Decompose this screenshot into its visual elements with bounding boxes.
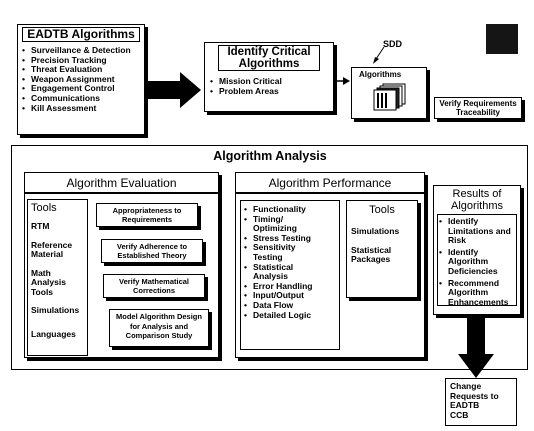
algorithm-analysis-title: Algorithm Analysis <box>213 149 327 163</box>
list-item: Languages <box>31 328 76 339</box>
list-item: Statistical Packages <box>351 244 392 264</box>
list-item: Problem Areas <box>210 86 328 97</box>
arrow-icon <box>334 77 350 85</box>
verify-traceability-box: Verify Requirements Traceability <box>434 97 522 119</box>
right-arrow-icon <box>148 72 201 108</box>
list-item: Input/Output <box>244 291 336 301</box>
results-box: Results of Algorithms Identify Limitatio… <box>433 185 521 315</box>
list-item: Detailed Logic <box>244 310 336 321</box>
results-list-box: Identify Limitations and Risk Identify A… <box>437 214 517 308</box>
performance-items-box: Functionality Timing/ Optimizing Stress … <box>240 200 340 350</box>
performance-divider <box>235 192 425 194</box>
eadtb-title: EADTB Algorithms <box>22 27 140 42</box>
step-appropriateness: Appropriateness to Requirements <box>96 203 198 227</box>
logo-mark <box>486 24 518 54</box>
list-item: Simulations <box>351 226 400 236</box>
performance-list: Functionality Timing/ Optimizing Stress … <box>244 204 336 321</box>
algorithms-document-box: Algorithms <box>351 67 427 119</box>
change-requests-box: Change Requests to EADTB CCB <box>445 378 517 426</box>
list-item: Surveillance & Detection <box>22 45 140 56</box>
list-item: Weapon Assignment <box>22 74 140 85</box>
step-mathematical: Verify Mathematical Corrections <box>103 274 205 298</box>
list-item: Threat Evaluation <box>22 65 140 75</box>
verify-label: Verify Requirements Traceability <box>439 99 517 117</box>
list-item: Mission Critical <box>210 76 328 87</box>
list-item: Data Flow <box>244 300 336 311</box>
algorithms-label: Algorithms <box>359 70 402 79</box>
list-item: Stress Testing <box>244 233 336 244</box>
sdd-pointer-icon <box>373 46 385 64</box>
list-item: Simulations <box>31 305 80 315</box>
evaluation-tools-title: Tools <box>31 202 57 214</box>
sdd-label: SDD <box>383 39 403 49</box>
list-item: Functionality <box>244 204 336 215</box>
step-label: Verify Adherence to Established Theory <box>116 242 188 260</box>
list-item: Statistical Analysis <box>244 262 313 282</box>
identify-critical-box: Identify Critical Algorithms Mission Cri… <box>204 42 334 112</box>
performance-tools-title: Tools <box>369 204 395 216</box>
eadtb-list: Surveillance & Detection Precision Track… <box>22 45 140 114</box>
identify-title: Identify Critical Algorithms <box>218 45 320 71</box>
list-item: Kill Assessment <box>22 103 140 114</box>
identify-list: Mission Critical Problem Areas <box>210 76 328 97</box>
performance-title: Algorithm Performance <box>268 176 392 190</box>
change-requests-label: Change Requests to EADTB CCB <box>450 381 499 420</box>
evaluation-divider <box>24 192 219 194</box>
list-item: Timing/ Optimizing <box>244 214 313 234</box>
list-item: Engagement Control <box>22 84 140 94</box>
list-item: RTM <box>31 221 50 231</box>
step-label: Verify Mathematical Corrections <box>118 277 190 295</box>
step-adherence: Verify Adherence to Established Theory <box>101 239 203 263</box>
list-item: Math Analysis Tools <box>31 267 66 297</box>
evaluation-title: Algorithm Evaluation <box>66 176 177 190</box>
results-title: Results of Algorithms <box>451 188 503 212</box>
list-item: Recommend Algorithm Enhancements <box>439 278 515 308</box>
list-item: Identify Limitations and Risk <box>439 216 515 246</box>
down-arrow-icon <box>458 318 494 378</box>
step-label: Appropriateness to Requirements <box>112 206 182 224</box>
list-item: Precision Tracking <box>22 55 140 66</box>
document-stack-icon <box>373 83 406 111</box>
list-item: Identify Algorithm Deficiencies <box>439 247 515 277</box>
list-item: Error Handling <box>244 281 336 292</box>
list-item: Communications <box>22 93 140 104</box>
step-label: Model Algorithm Design for Analysis and … <box>116 312 202 340</box>
evaluation-tools-list: RTM Reference Material Math Analysis Too… <box>31 221 84 339</box>
results-list: Identify Limitations and Risk Identify A… <box>439 216 515 308</box>
evaluation-tools-box: Tools RTM Reference Material Math Analys… <box>27 199 88 356</box>
list-item: Sensitivity Testing <box>244 243 313 262</box>
performance-tools-box: Tools Simulations Statistical Packages <box>346 200 418 298</box>
eadtb-algorithms-box: EADTB Algorithms Surveillance & Detectio… <box>17 24 145 135</box>
list-item: Reference Material <box>31 239 73 259</box>
step-model-design: Model Algorithm Design for Analysis and … <box>109 309 209 347</box>
